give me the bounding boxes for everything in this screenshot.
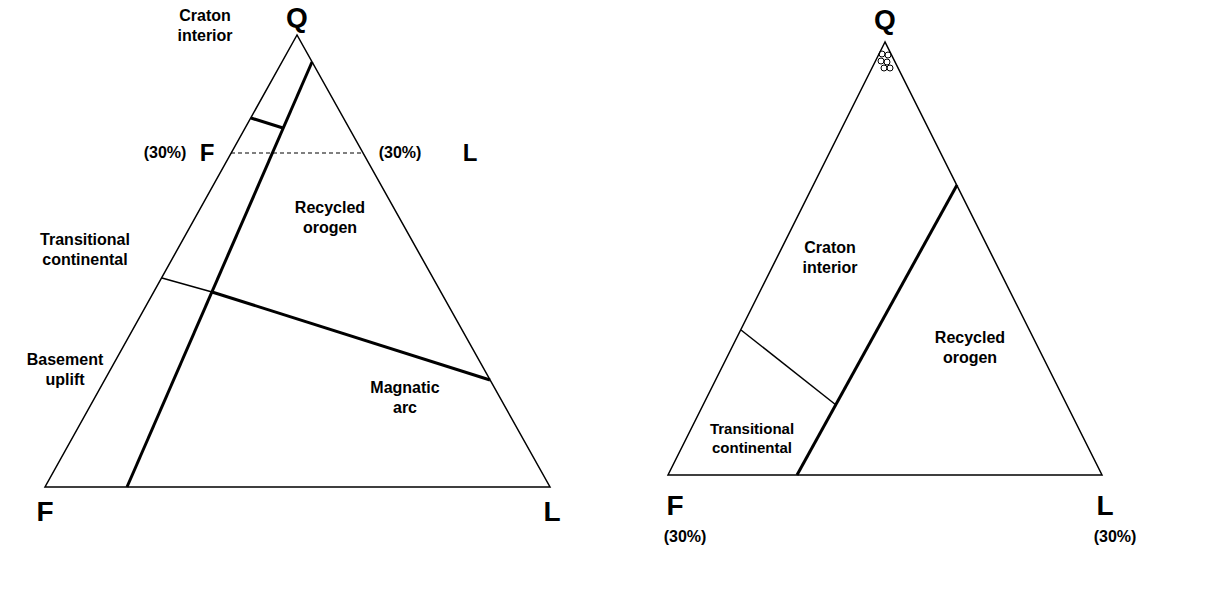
apex-label: F xyxy=(666,488,683,523)
percent-label: (30%) xyxy=(1094,527,1137,547)
ternary-triangle xyxy=(668,42,1102,475)
field-label: Transitional continental xyxy=(698,420,806,458)
sample-point xyxy=(879,51,885,57)
label-text: (30%) xyxy=(1094,528,1137,545)
label-text: F xyxy=(200,139,215,166)
field-label: Magnatic arc xyxy=(360,378,450,418)
field-label: Recycled orogen xyxy=(288,198,373,238)
label-text: L xyxy=(463,139,478,166)
label-text: Transitional continental xyxy=(710,420,794,456)
percent-label: (30%) xyxy=(379,143,422,163)
field-boundary xyxy=(162,278,212,292)
label-text: Transitional continental xyxy=(40,231,130,268)
field-label: Basement uplift xyxy=(20,350,110,390)
sample-point xyxy=(878,58,884,64)
label-text: L xyxy=(1096,490,1113,521)
sample-point xyxy=(884,59,890,65)
label-text: (30%) xyxy=(144,144,187,161)
label-text: F xyxy=(36,496,53,527)
apex-label: L xyxy=(543,494,560,529)
axis-label: L xyxy=(463,138,478,168)
label-text: (30%) xyxy=(379,144,422,161)
axis-label: F xyxy=(200,138,215,168)
label-text: Craton interior xyxy=(177,7,232,44)
field-label: Recycled orogen xyxy=(928,328,1013,368)
field-boundary xyxy=(797,185,957,475)
percent-label: (30%) xyxy=(144,143,187,163)
label-text: Recycled orogen xyxy=(295,199,365,236)
percent-label: (30%) xyxy=(664,527,707,547)
percent-guide-line xyxy=(231,152,363,153)
label-text: Recycled orogen xyxy=(935,329,1005,366)
apex-label: L xyxy=(1096,488,1113,523)
label-text: Basement uplift xyxy=(27,351,103,388)
apex-label: Q xyxy=(874,2,896,37)
sample-point xyxy=(885,52,891,58)
label-text: F xyxy=(666,490,683,521)
field-label: Transitional continental xyxy=(30,230,140,270)
label-text: (30%) xyxy=(664,528,707,545)
field-label: Craton interior xyxy=(160,6,250,46)
field-boundary xyxy=(127,62,312,487)
label-text: L xyxy=(543,496,560,527)
sample-points xyxy=(878,51,893,71)
apex-label: F xyxy=(36,494,53,529)
field-boundary xyxy=(741,330,836,405)
field-boundary xyxy=(212,292,490,380)
label-text: Q xyxy=(286,2,308,33)
apex-label: Q xyxy=(286,0,308,35)
sample-point xyxy=(881,65,887,71)
field-boundary xyxy=(251,118,283,128)
label-text: Q xyxy=(874,4,896,35)
label-text: Craton interior xyxy=(802,239,857,276)
sample-point xyxy=(887,65,893,71)
field-label: Craton interior xyxy=(785,238,875,278)
label-text: Magnatic arc xyxy=(370,379,439,416)
